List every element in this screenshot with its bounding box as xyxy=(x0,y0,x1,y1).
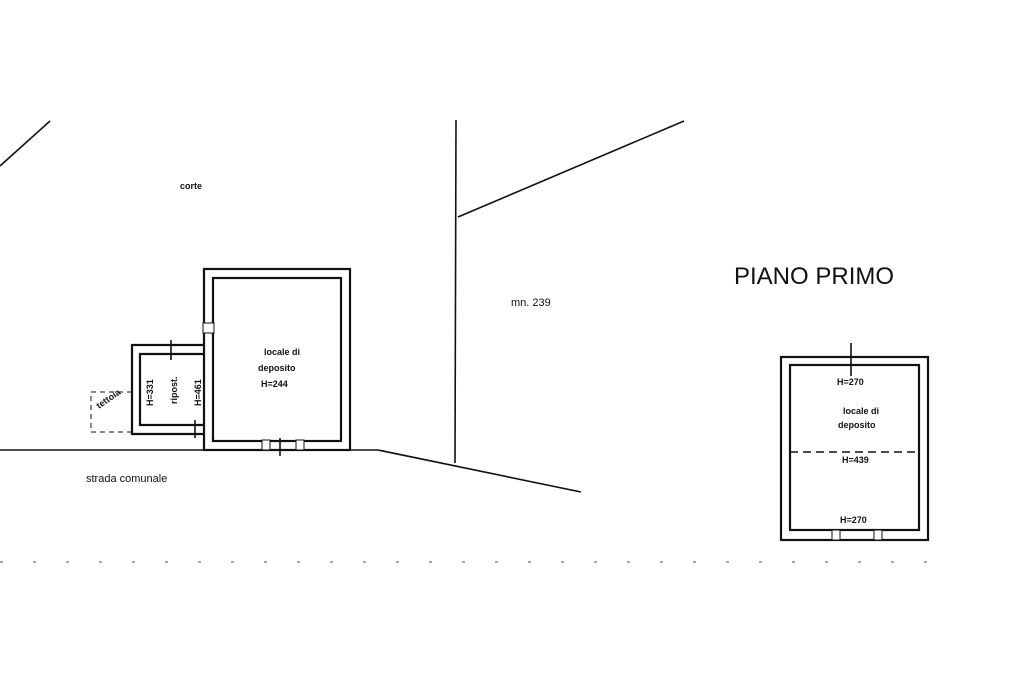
first-floor-room-name-2: deposito xyxy=(838,420,876,430)
main-room-name-2: deposito xyxy=(258,363,296,373)
storage-height-left: H=331 xyxy=(145,379,155,406)
first-floor-height-middle: H=439 xyxy=(842,455,869,465)
floor-title: PIANO PRIMO xyxy=(734,263,894,290)
main-room-height: H=244 xyxy=(261,379,288,389)
parcel-label: mn. 239 xyxy=(511,297,551,309)
storage-height-right: H=461 xyxy=(193,379,203,406)
courtyard-label: corte xyxy=(180,181,202,191)
road-label: strada comunale xyxy=(86,473,167,485)
first-floor-room xyxy=(779,343,930,542)
main-room-name-1: locale di xyxy=(264,347,300,357)
boundary-line-vertical xyxy=(454,119,457,464)
boundary-line-left xyxy=(0,120,51,167)
ground-floor-main-room xyxy=(202,267,352,456)
road-edge-diagonal xyxy=(377,449,582,493)
storage-room-name: ripost. xyxy=(169,376,179,404)
canopy-label: tettoia xyxy=(94,386,123,410)
first-floor-height-top: H=270 xyxy=(837,377,864,387)
first-floor-height-bottom: H=270 xyxy=(840,515,867,525)
canopy-outline xyxy=(90,391,133,433)
first-floor-room-name-1: locale di xyxy=(843,406,879,416)
ground-floor-storage-room xyxy=(130,340,204,438)
boundary-line-diagonal xyxy=(457,120,685,218)
